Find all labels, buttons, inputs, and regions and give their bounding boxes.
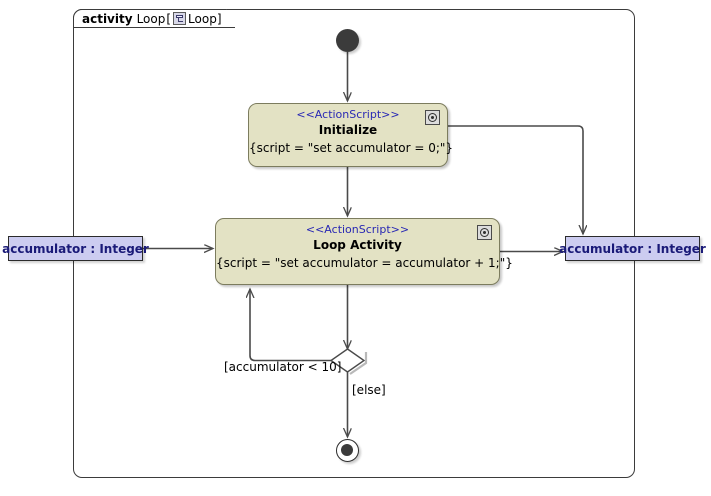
loop-activity-title: Loop Activity	[313, 238, 402, 252]
frame-qualifier-close: ]	[216, 11, 222, 26]
action-node-loop-activity[interactable]: <<ActionScript>> Loop Activity {script =…	[215, 218, 513, 285]
activity-diagram-icon	[173, 12, 186, 25]
activity-final-node[interactable]	[336, 439, 359, 462]
action-script-icon	[477, 225, 492, 240]
loop-activity-stereotype: <<ActionScript>>	[305, 223, 410, 236]
initialize-title: Initialize	[318, 123, 378, 137]
frame-qualifier-name: Loop	[188, 11, 217, 26]
guard-label-accumulator-less-than-10: [accumulator < 10]	[224, 360, 342, 374]
object-node-accumulator-input[interactable]: accumulator : Integer	[2, 236, 149, 261]
action-script-icon	[425, 110, 440, 125]
frame-name: Loop	[136, 11, 166, 26]
guard-label-else: [else]	[352, 383, 386, 397]
frame-keyword: activity	[82, 11, 133, 26]
object-node-accumulator-output[interactable]: accumulator : Integer	[559, 236, 706, 261]
frame-qualifier-open: [	[166, 11, 172, 26]
action-node-initialize[interactable]: <<ActionScript>> Initialize {script = "s…	[248, 103, 454, 167]
activity-frame-header: activity Loop [ Loop ]	[73, 9, 235, 28]
loop-activity-script: {script = "set accumulator = accumulator…	[216, 256, 513, 270]
initialize-stereotype: <<ActionScript>>	[296, 108, 400, 121]
initialize-script: {script = "set accumulator = 0;"}	[249, 141, 454, 155]
initial-node[interactable]	[336, 29, 359, 52]
